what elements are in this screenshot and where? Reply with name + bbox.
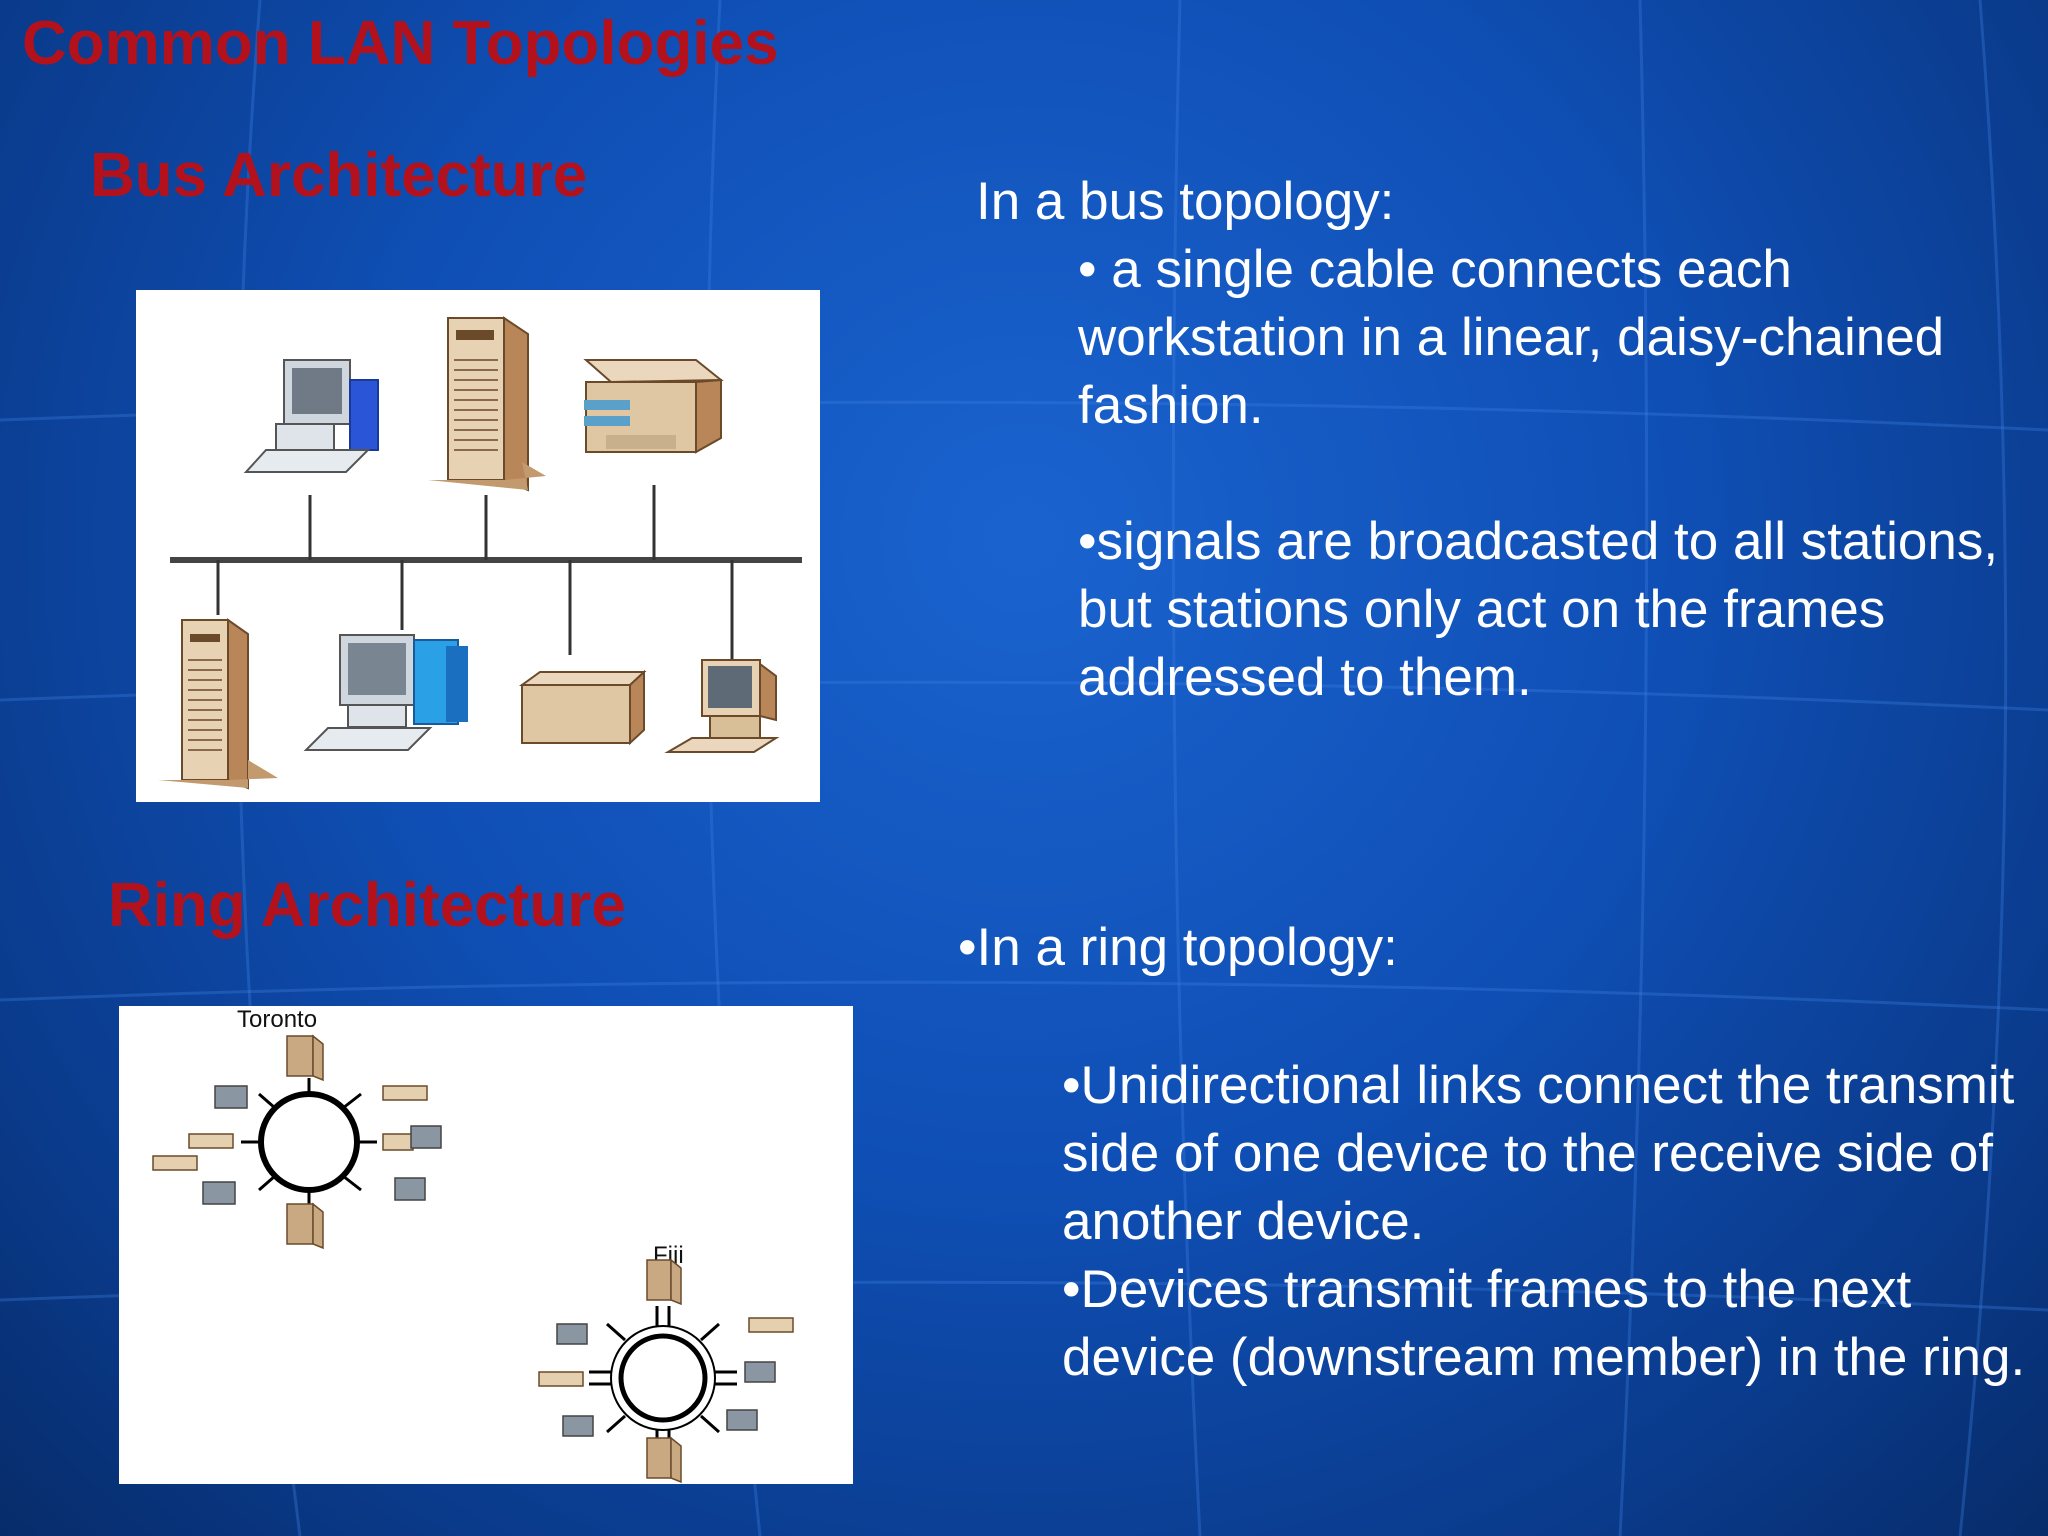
workstation-icon [303, 634, 468, 751]
server-tower-icon [158, 618, 278, 790]
bus-topology-figure [136, 290, 820, 802]
workstation-icon [243, 359, 379, 473]
ring-bullet-1: •Unidirectional links connect the transm… [1062, 1056, 2015, 1251]
ring-topology-figure: Toronto Fiji [119, 1006, 853, 1484]
network-device-icon [518, 669, 647, 746]
workstation-icon [664, 659, 780, 753]
ring-intro-text: •In a ring topology: [958, 914, 1998, 982]
ring-architecture-heading: Ring Architecture [108, 871, 626, 940]
bus-bullet-2: •signals are broadcasted to all stations… [1078, 512, 1999, 707]
ring-bullet-2: •Devices transmit frames to the next dev… [1062, 1260, 2026, 1387]
bus-bullet-1: • a single cable connects each workstati… [1078, 240, 1945, 435]
bus-topology-diagram [158, 316, 802, 790]
printer-icon [583, 359, 724, 454]
fiji-ring [538, 1258, 794, 1484]
ring-topology-diagram [152, 1034, 794, 1484]
ring-bullet-list: •Unidirectional links connect the transm… [1062, 1052, 2032, 1392]
ring-intro: •In a ring topology: [958, 918, 1398, 977]
bus-architecture-heading: Bus Architecture [90, 141, 588, 210]
bus-intro-text: In a bus topology: [976, 168, 2016, 236]
slide-title: Common LAN Topologies [22, 9, 779, 78]
bus-intro: In a bus topology: [976, 172, 1395, 231]
bus-bullet-list: • a single cable connects each workstati… [1078, 236, 2038, 712]
toronto-ring [152, 1034, 442, 1250]
server-tower-icon [428, 316, 546, 492]
toronto-label: Toronto [237, 1006, 318, 1033]
